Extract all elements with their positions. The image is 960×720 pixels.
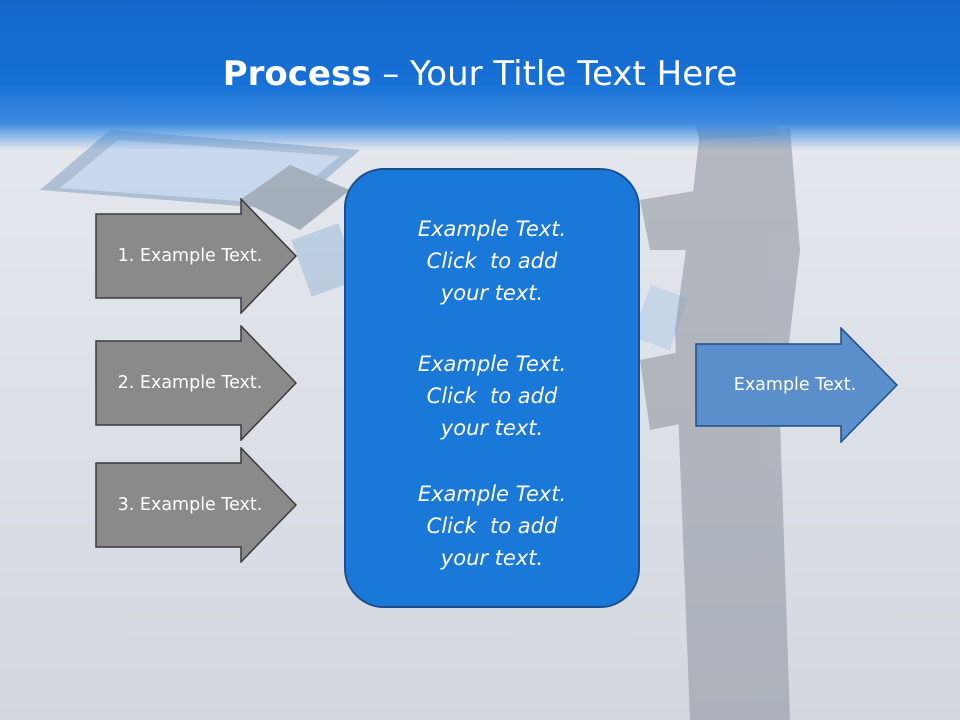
process-text-block-1[interactable]: Example Text. Click to add your text. [346, 213, 638, 309]
block-line: Click to add [426, 514, 558, 538]
header-band [0, 0, 960, 150]
title-rest: – Your Title Text Here [371, 54, 738, 94]
block-line: your text. [440, 416, 544, 440]
input-arrow-3-label: 3. Example Text. [117, 495, 263, 515]
block-line: Example Text. [417, 352, 567, 376]
output-arrow-label: Example Text. [733, 375, 857, 395]
block-line: your text. [440, 281, 544, 305]
block-line: Click to add [426, 249, 558, 273]
arrow-shape [95, 447, 297, 563]
title-bold: Process [222, 54, 372, 94]
slide-title: Process – Your Title Text Here [0, 52, 960, 96]
block-line: Example Text. [417, 217, 567, 241]
process-box[interactable]: Example Text. Click to add your text. Ex… [344, 168, 640, 608]
input-arrow-2-label: 2. Example Text. [117, 373, 263, 393]
arrow-shape [695, 327, 898, 443]
input-arrow-1[interactable]: 1. Example Text. [95, 198, 297, 314]
input-arrow-2[interactable]: 2. Example Text. [95, 325, 297, 441]
process-text-block-3[interactable]: Example Text. Click to add your text. [346, 478, 638, 574]
block-line: Click to add [426, 384, 558, 408]
arrow-shape [95, 198, 297, 314]
input-arrow-3[interactable]: 3. Example Text. [95, 447, 297, 563]
process-text-block-2[interactable]: Example Text. Click to add your text. [346, 348, 638, 444]
arrow-shape [95, 325, 297, 441]
output-arrow[interactable]: Example Text. [695, 327, 898, 443]
block-line: your text. [440, 546, 544, 570]
input-arrow-1-label: 1. Example Text. [117, 246, 263, 266]
block-line: Example Text. [417, 482, 567, 506]
